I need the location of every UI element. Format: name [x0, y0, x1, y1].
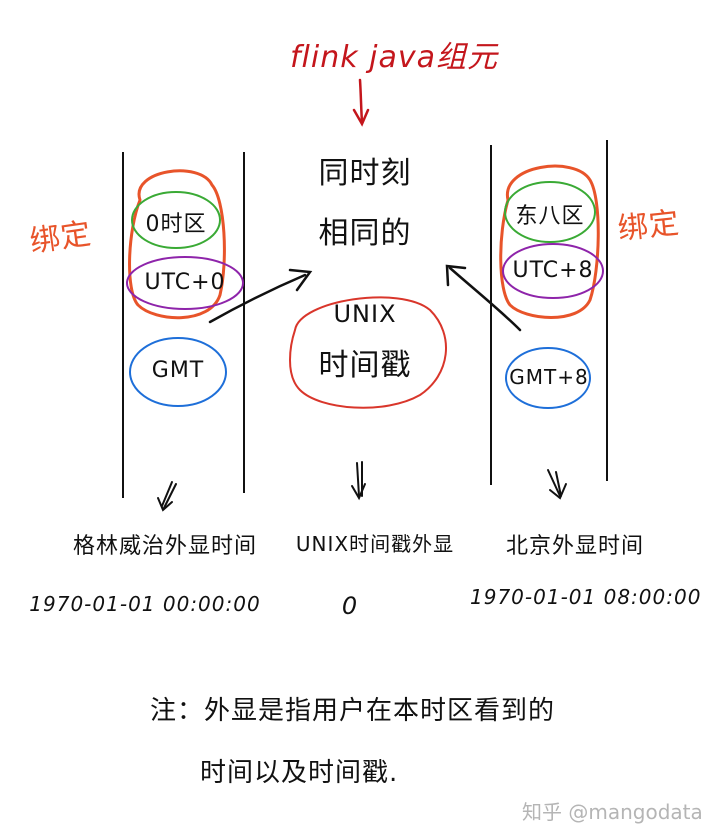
center-timestamp-line-1: UNIX [333, 300, 397, 328]
bottom-left-label: 格林威治外显时间 [72, 534, 257, 559]
bottom-left-value: 1970-01-01 00:00:00 [29, 592, 261, 616]
footnote-line-2: 时间以及时间戳. [200, 758, 399, 788]
bottom-right-value: 1970-01-01 08:00:00 [470, 585, 702, 609]
left-gmt-label: GMT [151, 358, 205, 383]
top-note: flink java组元 [290, 40, 499, 75]
left-utc-outline [126, 256, 244, 310]
left-binding-label: 绑定 [27, 216, 94, 260]
left-binding-outline [128, 169, 226, 320]
left-gmt-outline [129, 337, 227, 407]
center-down-arrow-icon [351, 461, 366, 501]
right-gmt-label: GMT+8 [509, 365, 589, 389]
center-timestamp-outline [289, 296, 447, 409]
right-gmt-outline [505, 347, 591, 409]
left-to-center-arrow-icon [208, 268, 313, 324]
center-line-1: 同时刻 [318, 156, 412, 191]
left-down-arrow-icon [157, 481, 177, 512]
right-binding-outline [499, 164, 600, 319]
right-utc-label: UTC+8 [512, 258, 594, 283]
bottom-center-label: UNIX时间戳外显 [295, 532, 455, 556]
right-to-center-arrow-icon [445, 264, 522, 332]
footnote-line-1: 注：外显是指用户在本时区看到的 [150, 696, 556, 726]
right-utc-outline [502, 243, 604, 299]
center-line-2: 相同的 [318, 216, 412, 251]
right-binding-label: 绑定 [616, 205, 682, 247]
watermark: 知乎 @mangodata [522, 800, 703, 824]
right-down-arrow-icon [547, 469, 567, 500]
left-utc-label: UTC+0 [144, 270, 226, 295]
center-timestamp-line-2: 时间戳 [318, 348, 412, 383]
right-zone-outline [504, 181, 596, 243]
bottom-center-value: 0 [341, 592, 359, 620]
left-zone-outline [131, 191, 221, 249]
left-zone-label: 0时区 [145, 212, 207, 237]
right-zone-label: 东八区 [515, 204, 585, 229]
top-down-arrow-icon [352, 78, 370, 127]
bottom-right-label: 北京外显时间 [505, 534, 644, 559]
